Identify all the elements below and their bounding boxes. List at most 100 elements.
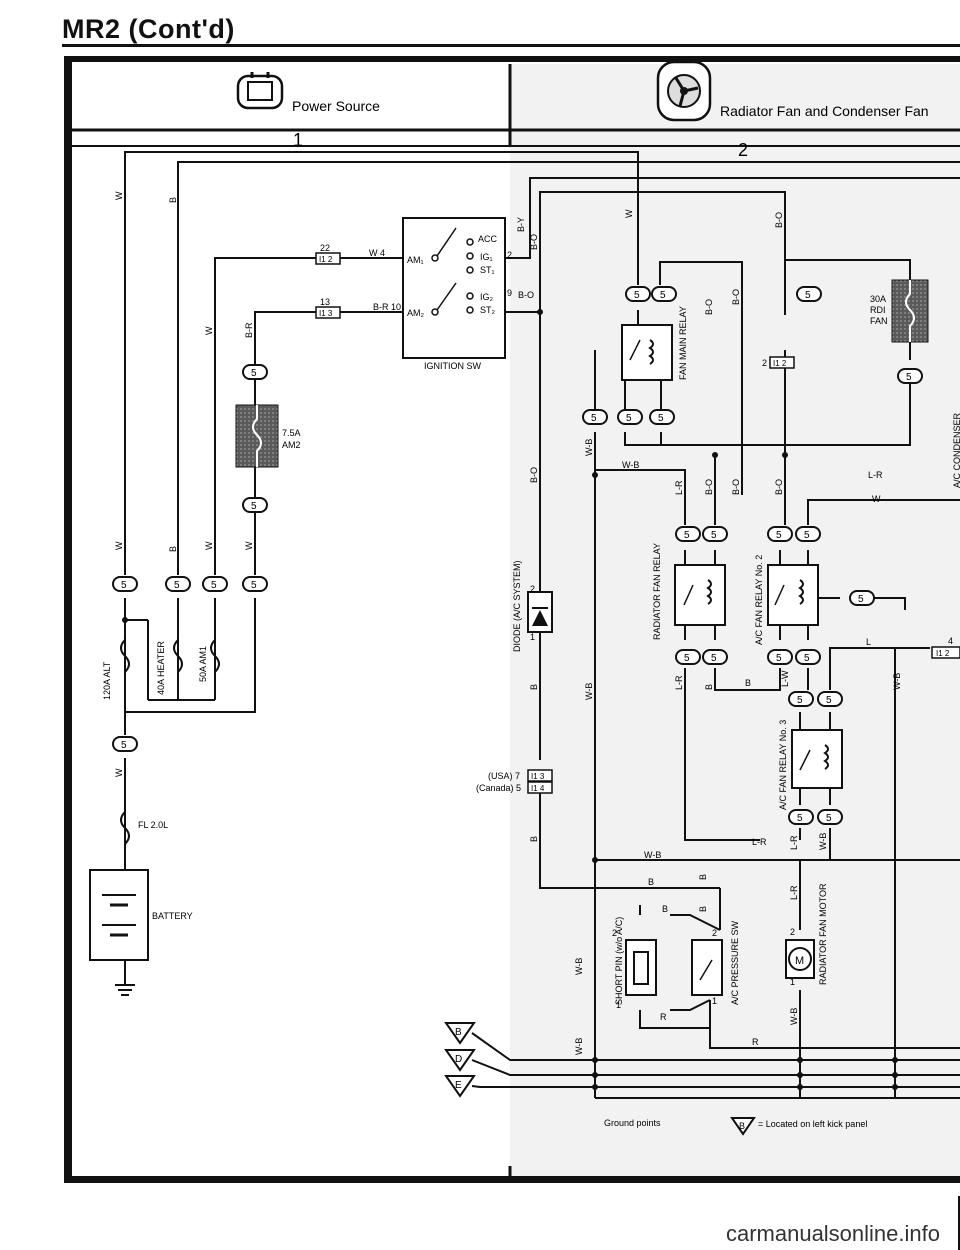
- connector-right-box: I1 2: [936, 649, 950, 658]
- fuse-alt-label: 120A ALT: [102, 661, 112, 700]
- fuse-rdi-fan: 30A RDI FAN: [870, 279, 929, 343]
- pin-w4: W 4: [369, 248, 385, 258]
- pin-label: 2: [530, 584, 535, 594]
- pin-label: 1: [530, 632, 535, 642]
- junction-5: 5: [897, 368, 923, 384]
- wire-label: B-O: [518, 290, 534, 300]
- wire-label: W: [624, 209, 634, 218]
- page-title: MR2 (Cont'd): [62, 14, 235, 44]
- junction-number: 5: [858, 594, 864, 605]
- battery-symbol: [89, 869, 149, 996]
- junction-number: 5: [660, 290, 666, 301]
- connector-relay: 2 I1 2: [762, 356, 795, 369]
- wire-label: B-O: [529, 467, 539, 483]
- radiator-fan-section-label: Radiator Fan and Condenser Fan: [720, 103, 929, 119]
- section-2-wire-labels: B-Y B-O W B-O B-O B-O B-O W-B W-B L-R B-…: [516, 209, 902, 1055]
- junction-number: 5: [711, 530, 717, 541]
- wire-label: W: [114, 768, 124, 777]
- st1-term: ST₁: [480, 265, 495, 275]
- junction-connectors: 5 5 5 5 5 5 5 5 5 5 5 5 5 5 5 5 5 5 5 5 …: [112, 286, 923, 825]
- wire-label: B-O: [529, 234, 539, 250]
- junction-number: 5: [251, 368, 257, 379]
- connector-13-box: I1 3: [319, 309, 333, 318]
- motor-symbol: M: [795, 955, 804, 967]
- pin-label: 1: [790, 977, 795, 987]
- fuse-am2: 7.5A AM2: [235, 404, 301, 468]
- power-source-label: Power Source: [292, 98, 380, 114]
- junction-number: 5: [711, 653, 717, 664]
- junction-number: 5: [684, 530, 690, 541]
- junction-5: 5: [649, 409, 675, 425]
- wire-label: W: [244, 541, 254, 550]
- wire-label: L-R: [789, 835, 799, 850]
- wire-label: L-R: [789, 885, 799, 900]
- ground-legend-symbol: B: [730, 1117, 756, 1136]
- section-1-number: 1: [293, 130, 303, 150]
- junction-number: 5: [626, 413, 632, 424]
- wire-label: L-W: [780, 670, 790, 687]
- junction-5: 5: [767, 526, 793, 542]
- junction-5: 5: [165, 576, 191, 592]
- connector-13: 13 I1 3 B-R 10: [315, 297, 401, 319]
- radiator-fan-relay-label: RADIATOR FAN RELAY: [652, 543, 662, 640]
- pin-br10: B-R 10: [373, 302, 401, 312]
- watermark-text: carmanualsonline.info: [725, 1221, 940, 1246]
- connector-usa-box: I1 3: [531, 772, 545, 781]
- diode: DIODE (A/C SYSTEM): [512, 560, 553, 652]
- acc-term: ACC: [478, 234, 498, 244]
- ignition-switch: IGNITION SW AM₁ AM₂ ACC IG₁ ST₁ IG₂ ST₂: [402, 217, 506, 371]
- junction-5: 5: [767, 649, 793, 665]
- junction-5: 5: [675, 526, 701, 542]
- ign-pin-2: 2: [507, 250, 512, 260]
- junction-5: 5: [817, 691, 843, 707]
- fusible-link-label: FL 2.0L: [138, 820, 168, 830]
- ig2-term: IG₂: [480, 292, 494, 302]
- wire-label: W: [204, 326, 214, 335]
- pin-label: 1: [616, 1000, 621, 1010]
- wire-label: W-B: [584, 683, 594, 700]
- junction-5: 5: [788, 809, 814, 825]
- wire-label: B: [704, 684, 714, 690]
- ground-d-label: D: [455, 1054, 462, 1065]
- ground-bus: [471, 1032, 960, 1099]
- wire-label: L-R: [674, 480, 684, 495]
- wire-label: W-B: [892, 673, 902, 690]
- st2-term: ST₂: [480, 305, 496, 315]
- connector-canada: (Canada) 5: [476, 783, 521, 793]
- connector-usa-canada: (USA) 7 I1 3 (Canada) 5 I1 4: [476, 769, 553, 794]
- ground-b-label: B: [455, 1027, 462, 1038]
- fuse-heater-label: 40A HEATER: [156, 641, 166, 695]
- fan-main-relay-label: FAN MAIN RELAY: [678, 306, 688, 380]
- ac-fan-relay-3-label: A/C FAN RELAY No. 3: [778, 720, 788, 810]
- section-1-wire-labels: W B W B-R W B W W W: [114, 191, 254, 777]
- rdi-fan-fuse-name: RDI: [870, 305, 886, 315]
- ac-pressure-switch: A/C PRESSURE SW: [691, 920, 740, 1005]
- diode-label: DIODE (A/C SYSTEM): [512, 560, 522, 652]
- junction-5: 5: [625, 286, 651, 302]
- junction-number: 5: [174, 580, 180, 591]
- connector-relay-box: I1 2: [773, 359, 787, 368]
- junction-number: 5: [121, 740, 127, 751]
- junction-5: 5: [702, 526, 728, 542]
- junction-number: 5: [804, 653, 810, 664]
- ground-points-legend: Ground points: [604, 1118, 661, 1128]
- rdi-fan-fuse-rating: 30A: [870, 294, 886, 304]
- wire-label: B: [529, 684, 539, 690]
- pin-label: 1: [712, 996, 717, 1006]
- footer-separator: [958, 1196, 960, 1250]
- connector-canada-box: I1 4: [531, 784, 545, 793]
- ac-fan-relay-2: A/C FAN RELAY No. 2: [754, 555, 819, 645]
- ground-legend-letter: B: [739, 1121, 745, 1131]
- wire-label: B: [168, 197, 178, 203]
- wire-label: B-O: [731, 289, 741, 305]
- connector-usa: (USA) 7: [488, 771, 520, 781]
- junction-5: 5: [795, 649, 821, 665]
- wire-label: L: [866, 637, 871, 647]
- connector-22-box: I1 2: [319, 255, 333, 264]
- ignition-sw-label: IGNITION SW: [424, 361, 482, 371]
- wire-label: B-O: [774, 479, 784, 495]
- ground-e-label: E: [455, 1080, 462, 1091]
- fuse-am2-name: AM2: [282, 440, 301, 450]
- junction-5: 5: [817, 809, 843, 825]
- connector-13-number: 13: [320, 297, 330, 307]
